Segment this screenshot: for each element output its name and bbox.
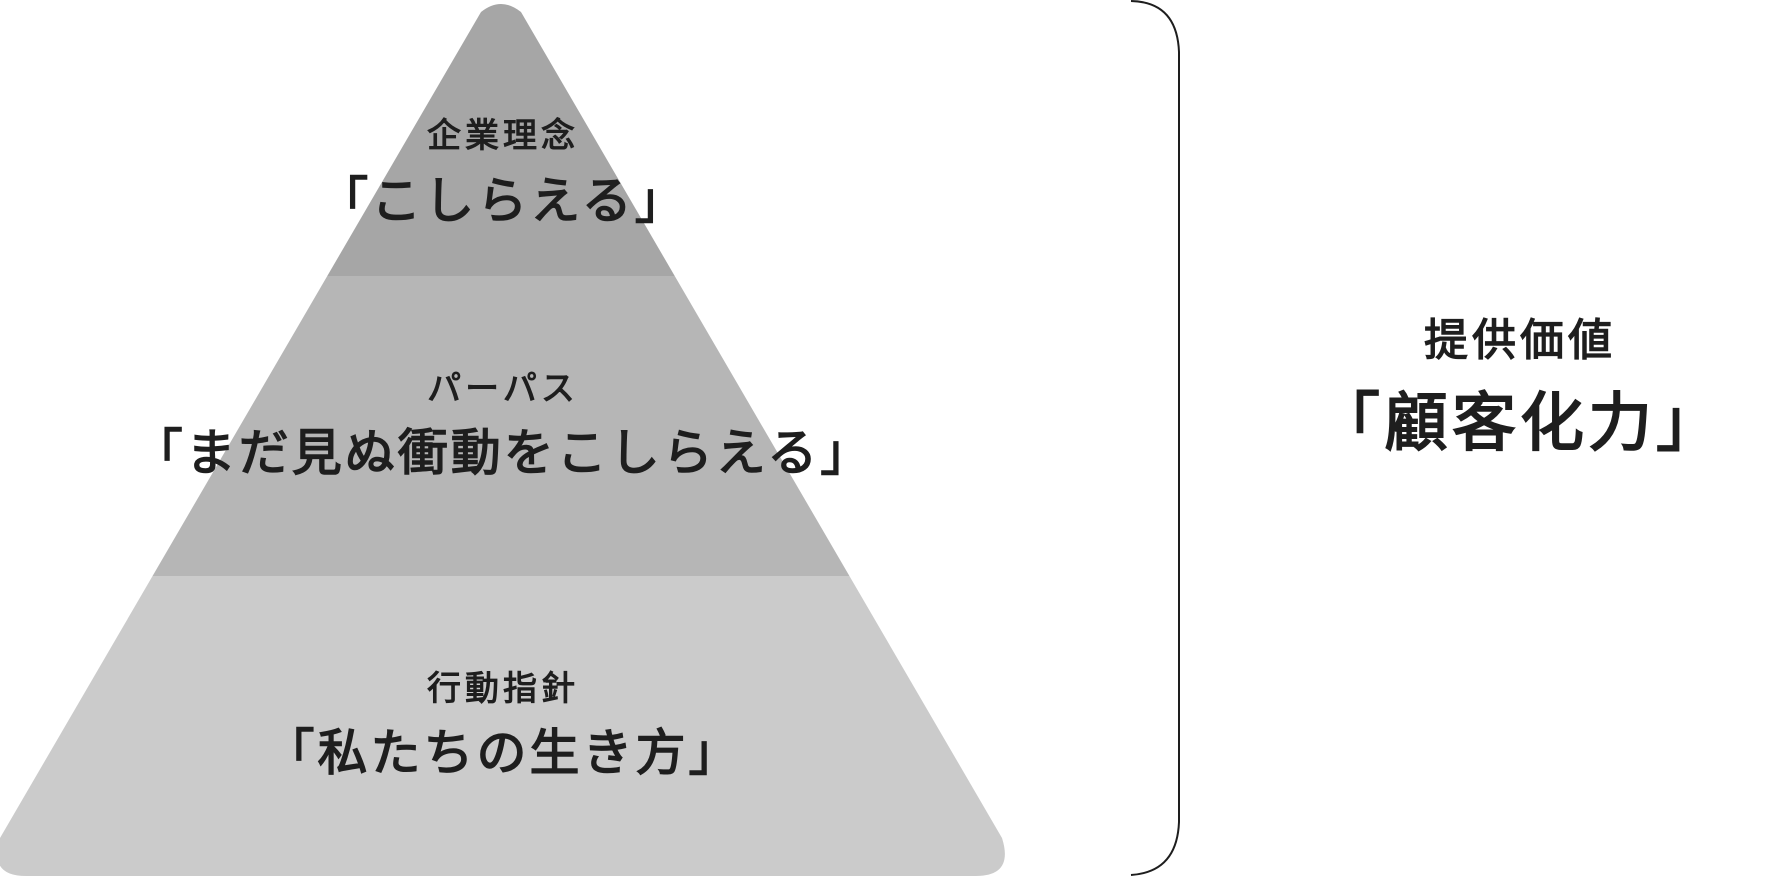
tier-purpose-heading: パーパス	[427, 369, 579, 409]
tier-action-guidelines-phrase: 「私たちの生き方」	[265, 724, 742, 782]
value-heading: 提供価値	[1424, 315, 1616, 366]
tier-action-guidelines-band	[0, 576, 1005, 876]
tier-purpose-phrase: 「まだ見ぬ衝動をこしらえる」	[133, 424, 874, 482]
tier-action-guidelines-heading: 行動指針	[427, 669, 579, 709]
right-bracket	[1130, 0, 1180, 876]
value-phrase: 「顧客化力」	[1316, 387, 1724, 461]
tier-philosophy-phrase: 「こしらえる」	[318, 172, 688, 230]
tier-philosophy-heading: 企業理念	[427, 116, 579, 156]
